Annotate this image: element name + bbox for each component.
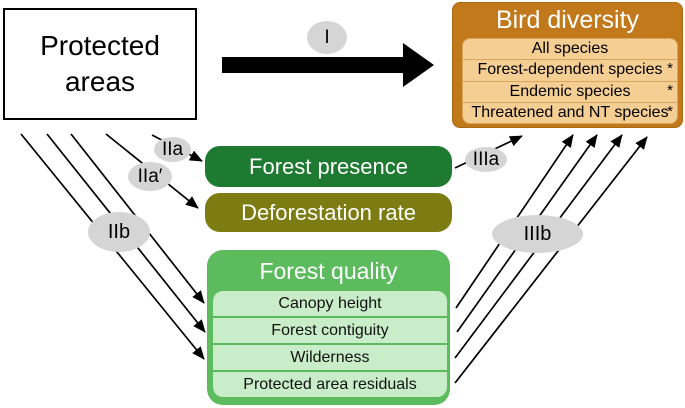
bird-diversity-title: Bird diversity [495, 6, 640, 34]
path-label-IIb: IIb [88, 212, 150, 252]
forest-quality-row: Protected area residuals [213, 370, 447, 397]
forest-quality-title: Forest quality [259, 258, 398, 284]
forest-quality-row: Canopy height [213, 291, 447, 316]
arrow-residuals-to-bird [454, 136, 648, 384]
bird-diversity-box: Bird diversity All species Forest-depend… [452, 2, 683, 128]
quality-row-label: Protected area residuals [243, 375, 417, 393]
forest-presence-label: Forest presence [249, 153, 408, 179]
path-label-IIa-prime: IIa′ [128, 162, 172, 191]
quality-row-label: Wilderness [290, 348, 370, 366]
protected-areas-label: Protected areas [40, 30, 160, 97]
forest-quality-row: Forest contiguity [213, 316, 447, 343]
bird-species-row: All species [463, 39, 677, 59]
quality-row-label: Canopy height [278, 294, 382, 312]
bird-species-row: Endemic species * [463, 80, 677, 102]
bird-row-label: All species [531, 40, 609, 58]
bird-species-list: All species Forest-dependent species * E… [462, 38, 678, 124]
path-label-IIIb: IIIb [492, 215, 583, 253]
bird-row-label: Endemic species [509, 82, 631, 100]
deforestation-rate-label: Deforestation rate [241, 199, 416, 225]
bird-row-asterisk: * [667, 60, 673, 78]
arrow-protected-to-bird-main [222, 43, 434, 87]
bird-row-asterisk: * [667, 81, 673, 99]
path-label-IIIa: IIIa [465, 147, 507, 172]
forest-quality-box: Forest quality Canopy height Forest cont… [207, 250, 450, 405]
quality-row-label: Forest contiguity [271, 321, 389, 339]
bird-species-row: Forest-dependent species * [463, 59, 677, 80]
bird-row-label: Forest-dependent species [477, 61, 663, 79]
bird-species-row: Threatened and NT species * [463, 101, 677, 123]
protected-areas-box: Protected areas [3, 8, 197, 120]
forest-quality-row: Wilderness [213, 343, 447, 370]
path-label-I: I [307, 21, 347, 54]
forest-quality-list: Canopy height Forest contiguity Wilderne… [213, 291, 447, 397]
bird-row-asterisk: * [667, 102, 673, 120]
forest-presence-box: Forest presence [205, 146, 452, 187]
bird-row-label: Threatened and NT species [471, 103, 669, 121]
path-label-IIa: IIa [154, 137, 191, 162]
deforestation-rate-box: Deforestation rate [205, 193, 452, 232]
